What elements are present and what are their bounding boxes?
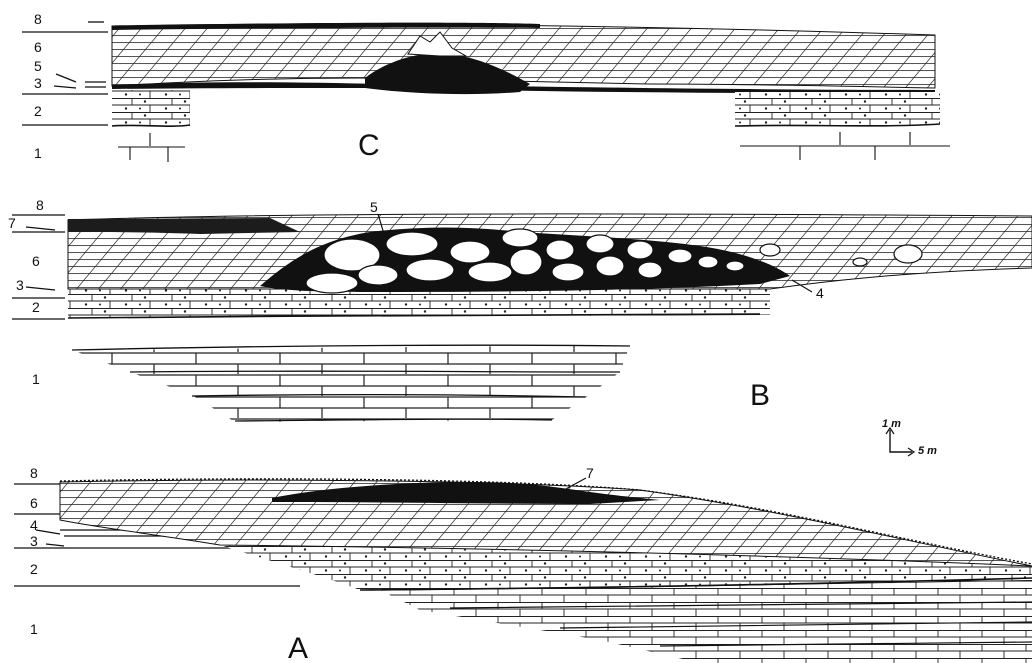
section-b: 8 7 6 3 2 1 5 4 B (8, 197, 1032, 422)
section-a-title: A (288, 632, 308, 663)
section-c-label-1: 1 (34, 145, 42, 161)
section-b-layer-7-top (68, 218, 300, 234)
section-b-label-3: 3 (16, 277, 24, 293)
section-b-annotation-4: 4 (816, 285, 824, 301)
section-c-label-3: 3 (34, 75, 42, 91)
section-a: 8 6 4 3 2 1 7 A (14, 465, 1032, 663)
scale-bar: 1 m 5 m (882, 418, 937, 457)
section-c-layer-2-right (735, 92, 940, 126)
section-a-label-3: 3 (30, 533, 38, 549)
section-b-title: B (750, 379, 770, 412)
section-c-layer-1-fragments (118, 132, 950, 162)
section-c-label-2: 2 (34, 103, 42, 119)
section-b-label-6: 6 (32, 253, 40, 269)
section-b-annotation-5: 5 (370, 199, 378, 215)
section-a-label-6: 6 (30, 495, 38, 511)
section-c-label-6: 6 (34, 39, 42, 55)
section-c-title: C (358, 129, 380, 162)
section-a-label-8: 8 (30, 465, 38, 481)
section-a-label-4: 4 (30, 517, 38, 533)
section-b-label-2: 2 (32, 299, 40, 315)
section-b-label-1: 1 (32, 371, 40, 387)
section-a-layer-1 (380, 580, 1032, 663)
section-c-layer-6-crossbedded (112, 24, 935, 88)
section-a-annotation-7: 7 (586, 465, 594, 481)
section-b-label-7: 7 (8, 215, 16, 231)
section-c: 8 6 5 3 2 1 C (22, 11, 950, 162)
section-c-label-5: 5 (34, 58, 42, 74)
section-c-label-8: 8 (34, 11, 42, 27)
section-b-label-8: 8 (36, 197, 44, 213)
section-b-layer-1 (72, 345, 630, 422)
section-c-layer-2-left (112, 90, 190, 126)
section-a-label-2: 2 (30, 561, 38, 577)
section-a-label-1: 1 (30, 621, 38, 637)
scale-vertical-label: 1 m (882, 418, 901, 430)
scale-horizontal-label: 5 m (918, 445, 937, 457)
